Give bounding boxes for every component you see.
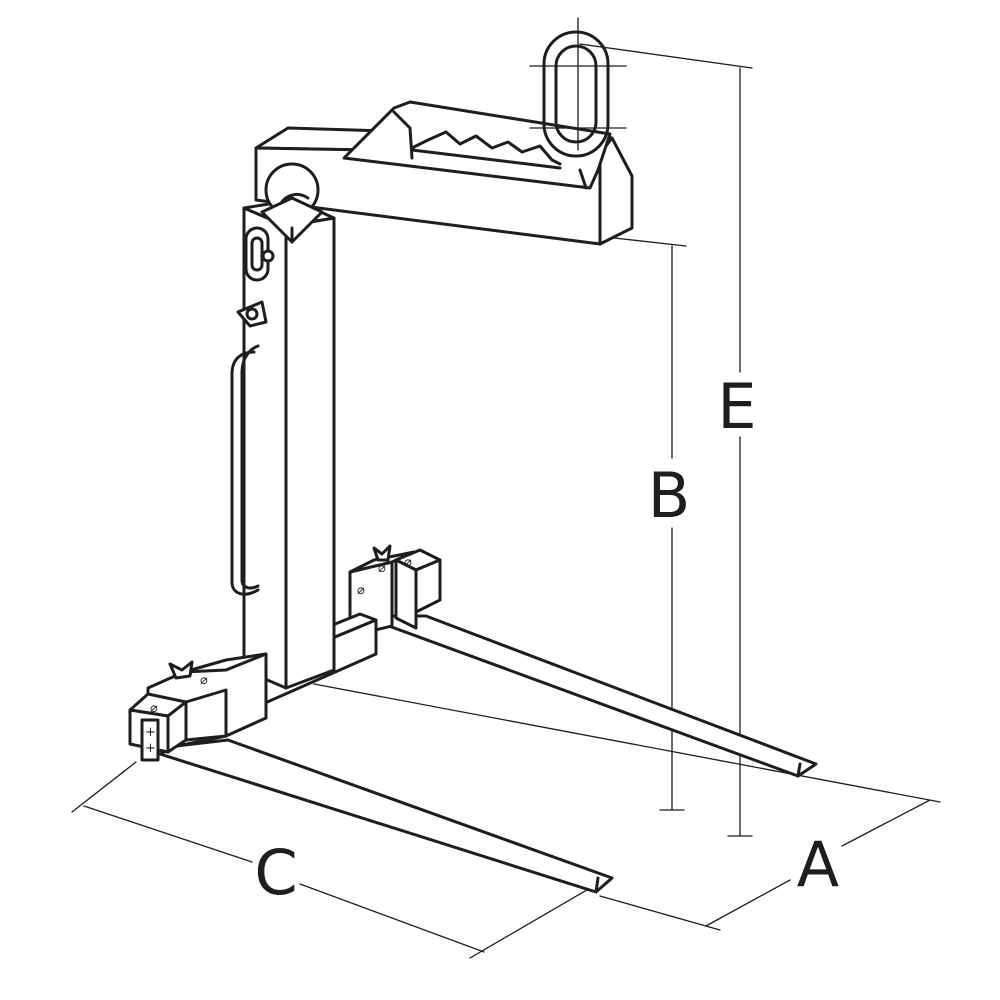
stop-plate-plus-1: + bbox=[145, 725, 156, 740]
rear-fork-tip-edge bbox=[796, 762, 802, 778]
column-tag-hole bbox=[245, 307, 259, 321]
front-fork-tip-edge bbox=[594, 876, 600, 894]
vertical-column bbox=[242, 198, 336, 690]
front-fork-tine bbox=[158, 738, 614, 894]
rail-notches bbox=[410, 130, 562, 166]
pivot-housing bbox=[260, 196, 324, 244]
eye-outer bbox=[542, 30, 610, 158]
dimension-labels: E B A C bbox=[254, 370, 839, 909]
dim-c-right-extension bbox=[469, 879, 605, 959]
rear-fork: ⌀ ⌀ ⌀ bbox=[348, 544, 818, 778]
dim-a-rear-extension bbox=[313, 683, 941, 803]
rail-end-edge bbox=[578, 168, 588, 190]
front-lock-mark-1: ⌀ bbox=[150, 701, 158, 716]
column-handle-inner bbox=[240, 344, 260, 590]
rear-wing-screw bbox=[372, 544, 392, 562]
rear-fork-tine bbox=[376, 614, 818, 778]
column-ring-pin bbox=[261, 249, 275, 263]
column-accessories bbox=[230, 226, 275, 596]
front-carriage-side bbox=[184, 688, 228, 742]
rear-lock-front bbox=[394, 558, 418, 630]
lifting-eye bbox=[529, 17, 627, 158]
dim-a-line-lower bbox=[705, 879, 791, 927]
front-fork: + + ⌀ ⌀ bbox=[128, 652, 614, 894]
beam-end-face bbox=[598, 136, 634, 246]
dimension-lines bbox=[71, 43, 941, 959]
rear-lock-mark-3: ⌀ bbox=[378, 561, 386, 576]
dim-c-line-left bbox=[83, 805, 253, 863]
dim-a-front-extension bbox=[599, 895, 721, 931]
front-carriage-top bbox=[182, 652, 268, 674]
dim-c-line-right bbox=[299, 883, 485, 953]
front-wing-screw bbox=[168, 660, 194, 680]
front-lock-mark-2: ⌀ bbox=[200, 673, 208, 688]
dim-c-label: C bbox=[254, 836, 297, 909]
rail-bottom-edge bbox=[410, 148, 562, 170]
stop-plate-plus-2: + bbox=[145, 741, 156, 756]
dim-b-top-extension bbox=[613, 237, 687, 247]
dim-a-label: A bbox=[797, 828, 839, 901]
rear-lock-side bbox=[414, 558, 442, 614]
dim-e-top-extension bbox=[579, 43, 753, 69]
column-handle-outer bbox=[230, 350, 260, 596]
rear-lock-mark-2: ⌀ bbox=[404, 555, 412, 570]
rear-lock-mark-1: ⌀ bbox=[357, 583, 365, 598]
front-stop-plate bbox=[140, 718, 160, 762]
eye-inner bbox=[554, 44, 598, 144]
dim-b-label: B bbox=[648, 459, 691, 532]
column-side-face bbox=[284, 216, 336, 690]
dim-e-label: E bbox=[717, 370, 756, 443]
column-front-face bbox=[242, 206, 288, 690]
column-tag bbox=[236, 300, 268, 328]
dim-a-line-upper bbox=[841, 799, 931, 847]
dim-c-left-extension bbox=[71, 761, 137, 813]
